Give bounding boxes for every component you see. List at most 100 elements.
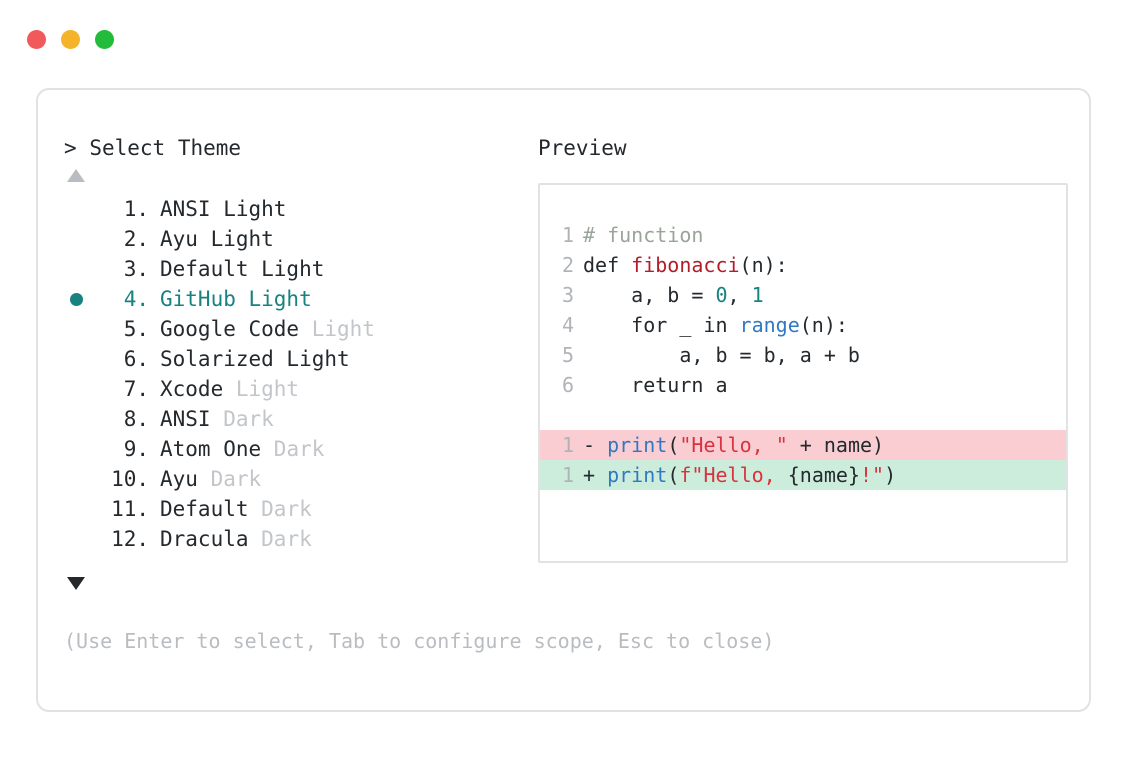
code-token-builtin: print	[607, 463, 668, 487]
theme-item-tag: Dark	[261, 437, 325, 461]
theme-item-tag: Light	[299, 317, 375, 341]
theme-item-index: 8.	[111, 407, 149, 431]
close-window-button[interactable]	[27, 30, 46, 49]
theme-item-name: Default Light	[160, 257, 325, 281]
theme-list-item[interactable]: 12. Dracula Dark	[64, 524, 534, 554]
theme-item-tag: Dark	[197, 467, 262, 491]
theme-item-index: 12.	[111, 527, 149, 551]
theme-list-item[interactable]: 1. ANSI Light	[64, 194, 534, 224]
theme-list-item[interactable]: 3. Default Light	[64, 254, 534, 284]
theme-item-index: 4.	[111, 287, 149, 311]
theme-item-name: Ayu Light	[160, 227, 274, 251]
code-line-number: 1	[561, 463, 574, 487]
code-line-number: 1	[561, 223, 574, 247]
theme-list-item[interactable]: 9.Atom One Dark	[64, 434, 534, 464]
code-line-number: 3	[561, 283, 574, 307]
theme-list-item[interactable]: 10. Ayu Dark	[64, 464, 534, 494]
code-token-comment: # function	[583, 223, 704, 247]
scroll-down-indicator[interactable]	[64, 570, 534, 596]
theme-item-name: Dracula	[160, 527, 249, 551]
code-token-plain: def	[583, 253, 632, 277]
maximize-window-button[interactable]	[95, 30, 114, 49]
theme-item-name: Google Code	[160, 317, 300, 341]
code-token-str: !"	[859, 463, 885, 487]
triangle-up-icon	[67, 168, 85, 182]
scroll-up-indicator[interactable]	[64, 162, 534, 188]
theme-item-name: Xcode	[160, 377, 224, 401]
theme-list-item[interactable]: 4. GitHub Light	[64, 284, 534, 314]
code-line-number: 4	[561, 313, 574, 337]
theme-list-column: > Select Theme 1. ANSI Light 2.Ayu Light …	[64, 134, 534, 596]
selection-bullet-cell	[64, 405, 97, 435]
code-token-str: "Hello, "	[679, 433, 788, 457]
theme-item-name: Default	[160, 497, 249, 521]
theme-item-name: ANSI Light	[160, 197, 287, 221]
code-line-text: a, b = b, a + b	[574, 340, 860, 370]
prompt-caret-icon: >	[64, 136, 77, 160]
code-line-text: + print(f"Hello, {name}!")	[574, 460, 896, 490]
theme-list-item[interactable]: 7.Xcode Light	[64, 374, 534, 404]
preview-heading: Preview	[538, 136, 627, 160]
code-token-func: fibonacci	[631, 253, 740, 277]
theme-item-tag: Dark	[248, 527, 312, 551]
window-titlebar	[27, 30, 114, 49]
theme-list-item[interactable]: 5. Google Code Light	[64, 314, 534, 344]
selection-bullet-cell	[64, 315, 97, 345]
code-token-plain: )	[884, 463, 897, 487]
selection-bullet-cell	[64, 345, 97, 375]
code-line-text: for _ in range(n):	[574, 310, 848, 340]
minimize-window-button[interactable]	[61, 30, 80, 49]
selected-bullet-icon	[70, 293, 83, 306]
code-token-plain: for _ in	[583, 313, 740, 337]
selection-bullet-cell	[64, 495, 97, 525]
theme-item-index: 10.	[111, 467, 149, 491]
code-line-removed: 1- print("Hello, " + name)	[540, 430, 1066, 460]
triangle-down-icon	[67, 576, 85, 590]
theme-item-index: 3.	[111, 257, 149, 281]
code-line-text: return a	[574, 370, 728, 400]
theme-item-name: GitHub Light	[160, 287, 312, 311]
theme-list-item[interactable]: 2.Ayu Light	[64, 224, 534, 254]
code-token-marker: -	[583, 433, 608, 457]
keyboard-hint: (Use Enter to select, Tab to configure s…	[64, 629, 775, 653]
selection-bullet-cell	[64, 195, 97, 225]
code-line: 5 a, b = b, a + b	[540, 340, 1066, 370]
theme-list-item[interactable]: 6. Solarized Light	[64, 344, 534, 374]
theme-item-name: Ayu	[160, 467, 198, 491]
code-line-text: - print("Hello, " + name)	[574, 430, 884, 460]
theme-item-index: 7.	[111, 377, 149, 401]
code-line-number: 6	[561, 373, 574, 397]
code-line-added: 1+ print(f"Hello, {name}!")	[540, 460, 1066, 490]
code-token-marker: +	[583, 463, 608, 487]
code-token-plain: ,	[727, 283, 752, 307]
code-token-plain: return a	[583, 373, 728, 397]
prompt-header: > Select Theme	[64, 134, 534, 162]
code-line-number: 1	[561, 433, 574, 457]
theme-item-tag: Dark	[210, 407, 274, 431]
code-token-num: 1	[751, 283, 764, 307]
code-line-text: def fibonacci(n):	[574, 250, 788, 280]
code-token-builtin: print	[607, 433, 668, 457]
theme-list-item[interactable]: 8. ANSI Dark	[64, 404, 534, 434]
theme-item-index: 6.	[111, 347, 149, 371]
page-title: Select Theme	[89, 136, 242, 160]
code-token-plain: (n):	[739, 253, 788, 277]
selection-bullet-cell	[64, 465, 97, 495]
selection-bullet-cell	[64, 255, 97, 285]
code-token-builtin: range	[739, 313, 800, 337]
theme-item-name: Solarized Light	[160, 347, 350, 371]
theme-item-tag: Dark	[248, 497, 312, 521]
theme-list[interactable]: 1. ANSI Light 2.Ayu Light 3. Default Light…	[64, 194, 534, 554]
theme-item-index: 1.	[111, 197, 149, 221]
code-line-text: # function	[574, 220, 703, 250]
theme-item-index: 5.	[111, 317, 149, 341]
code-blank-line	[540, 400, 1066, 430]
theme-list-item[interactable]: 11.Default Dark	[64, 494, 534, 524]
theme-item-name: ANSI	[160, 407, 211, 431]
code-line: 1 # function	[540, 220, 1066, 250]
code-line: 4 for _ in range(n):	[540, 310, 1066, 340]
code-token-plain: + name)	[787, 433, 885, 457]
